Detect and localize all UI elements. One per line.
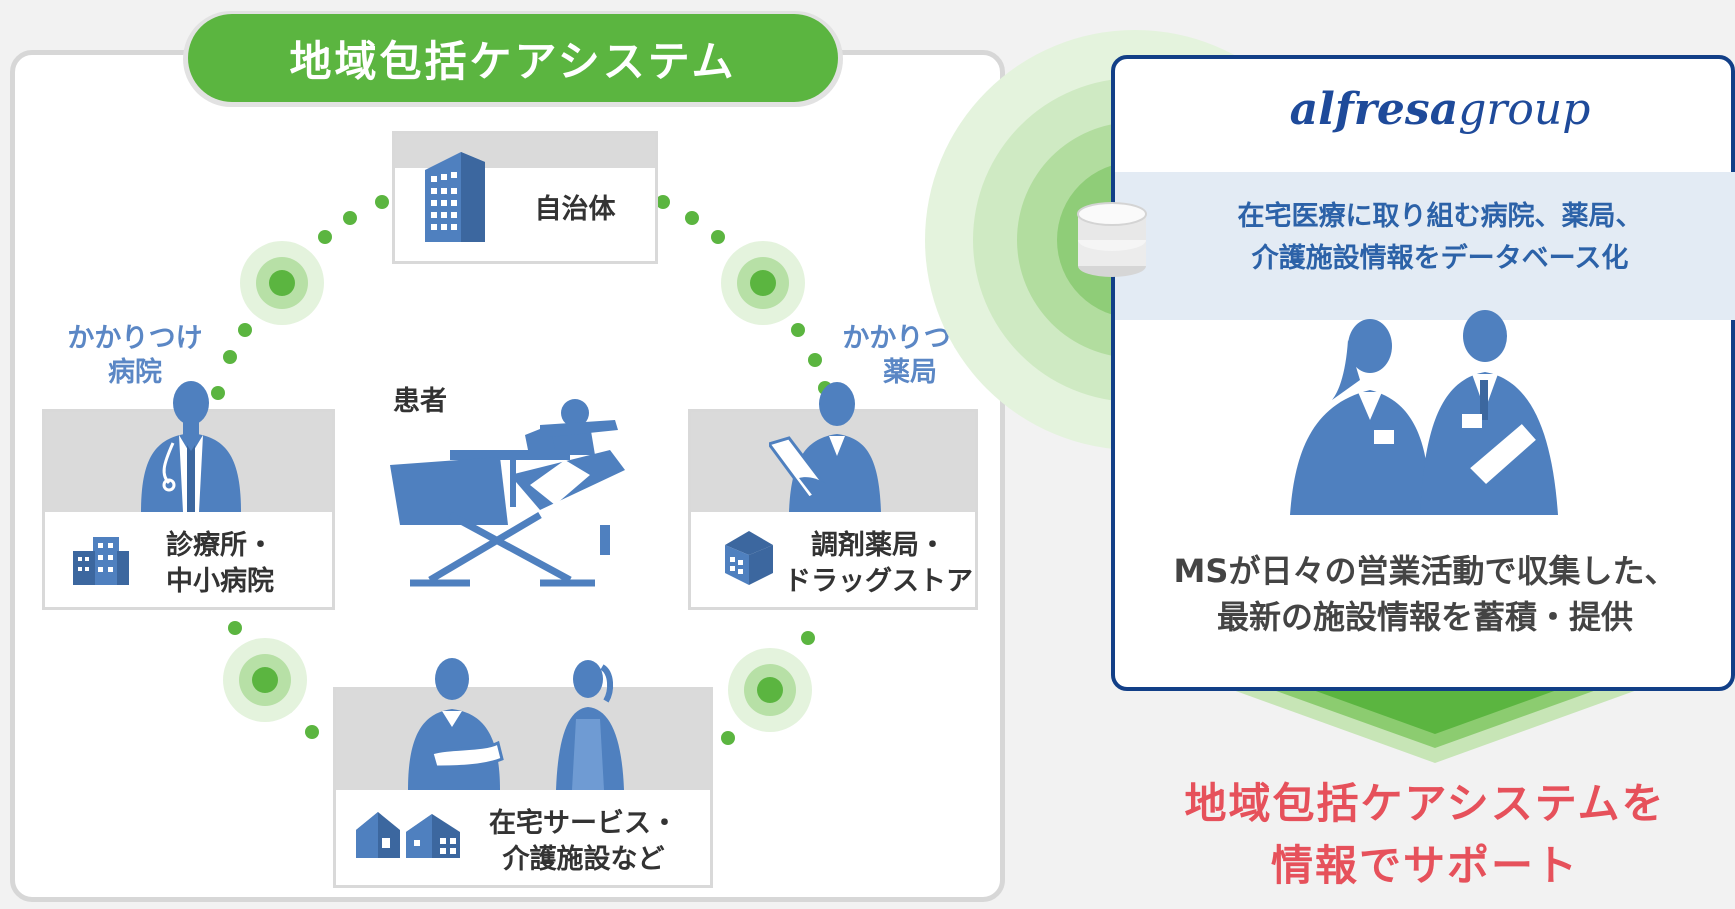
signal-icon (223, 241, 812, 732)
building-icon (425, 152, 485, 242)
alfresa-panel (1111, 55, 1735, 691)
home-care-node: 在宅サービス・ 介護施設など (333, 658, 713, 888)
pharmacy-node: 調剤薬局・ ドラッグストア (688, 382, 978, 610)
municipality-label: 自治体 (534, 194, 616, 225)
logo-suffix: group (1458, 84, 1591, 135)
hospital-label: 診療所・ 中小病院 (166, 530, 274, 597)
municipality-node: 自治体 (392, 131, 658, 264)
database-band (1115, 172, 1735, 320)
alfresa-logo: alfresagroup (1270, 84, 1610, 135)
business-people-icon (1290, 310, 1558, 515)
hospital-node: 診療所・ 中小病院 (42, 381, 335, 610)
support-tagline: 地域包括ケアシステムを 情報でサポート (1184, 779, 1666, 890)
hospital-caption: かかりつけ 病院 (67, 323, 203, 388)
logo-brand: alfresa (1289, 84, 1459, 135)
bed-icon (390, 399, 625, 587)
home-care-label: 在宅サービス・ 介護施設など (489, 808, 678, 875)
ms-description: MSが日々の営業活動で収集した、 最新の施設情報を蓄積・提供 (1173, 552, 1677, 636)
database-icon (1077, 202, 1147, 277)
nurse-icon (408, 658, 504, 790)
connection-dots (211, 195, 832, 745)
doctor-icon (141, 381, 241, 512)
pharmacy-store-icon (725, 531, 773, 585)
patient-label: 患者 (393, 386, 447, 417)
hospital-building-icon (73, 537, 129, 585)
pharmacy-label: 調剤薬局・ ドラッグストア (784, 530, 973, 597)
houses-icon (356, 812, 460, 858)
database-text: 在宅医療に取り組む病院、薬局、 介護施設情報をデータベース化 (1237, 201, 1643, 274)
caregiver-icon (556, 660, 624, 790)
pharmacist-icon (769, 382, 881, 512)
page-title: 地域包括ケアシステム (188, 14, 838, 102)
